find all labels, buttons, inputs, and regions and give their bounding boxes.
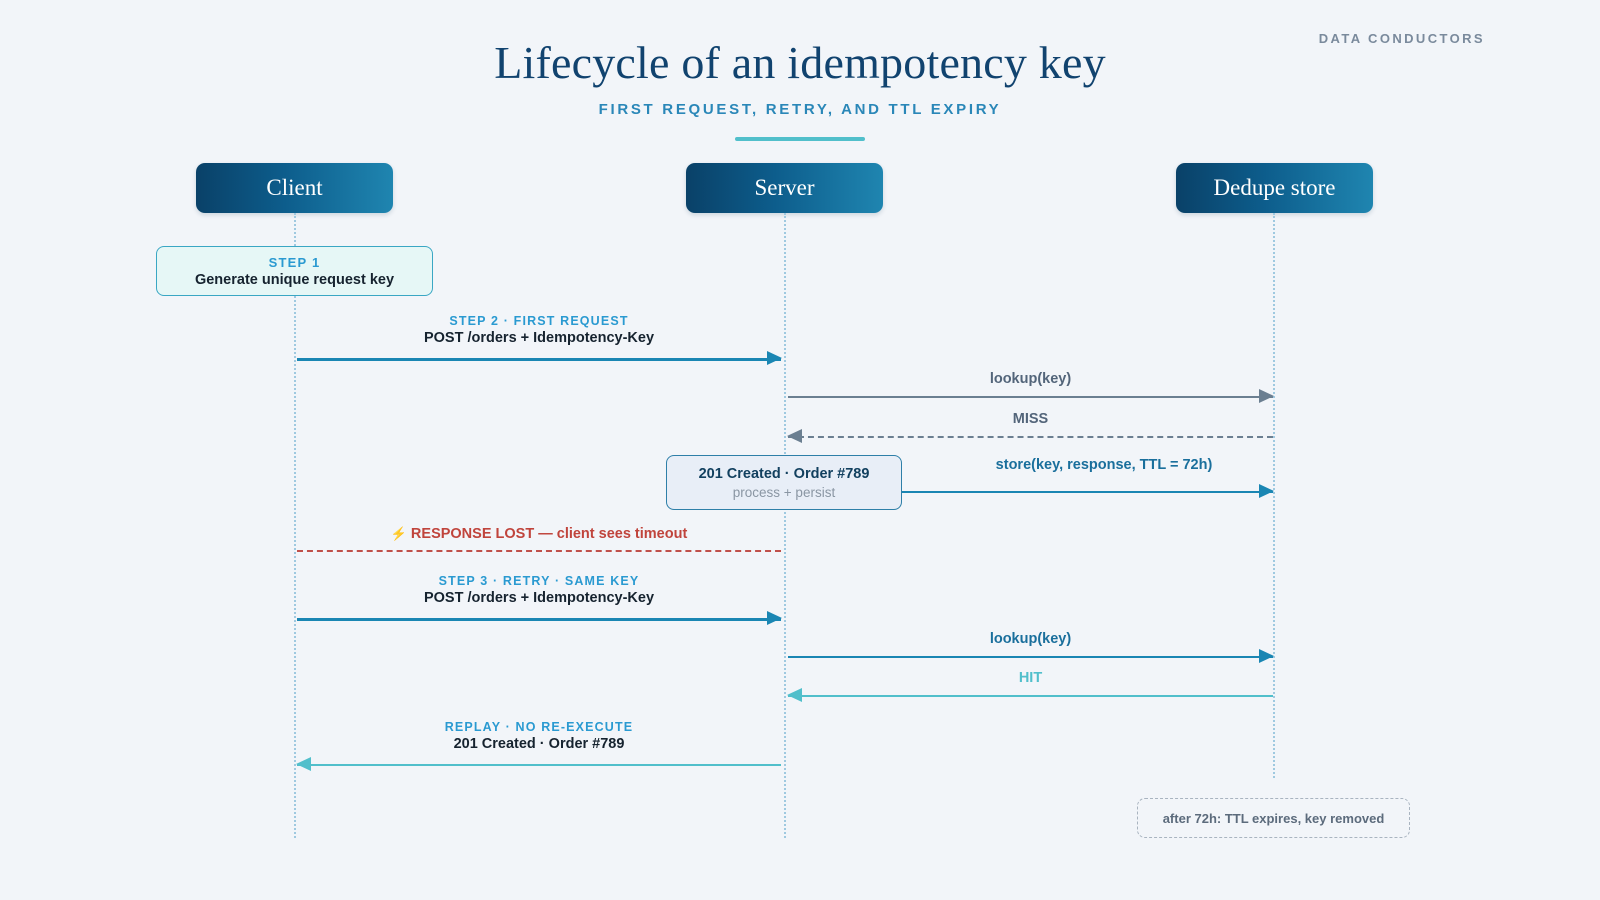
lifeline-server [784, 213, 786, 838]
message-first-request-label: STEP 2 · FIRST REQUEST POST /orders + Id… [297, 313, 781, 348]
arrowhead-right [1259, 483, 1274, 498]
title-underline-rule [735, 137, 865, 141]
message-hit-body: HIT [1018, 670, 1043, 686]
lifeline-client [294, 213, 296, 838]
arrowhead-left [787, 428, 802, 443]
page-title: Lifecycle of an idempotency key [494, 37, 1106, 88]
message-lookup-miss-label: lookup(key) [788, 370, 1273, 389]
actor-client[interactable]: Client [196, 163, 393, 213]
message-replay-kicker: REPLAY · NO RE-EXECUTE [444, 720, 634, 734]
actor-server[interactable]: Server [686, 163, 883, 213]
note-ttl-expiry: after 72h: TTL expires, key removed [1137, 798, 1410, 838]
message-response-lost-label: ⚡ RESPONSE LOST — client sees timeout [297, 526, 781, 542]
actor-server-label: Server [754, 175, 815, 200]
message-hit-label: HIT [788, 669, 1273, 688]
note-step-1-kicker: STEP 1 [268, 254, 321, 270]
note-server-activity-sub: process + persist [732, 484, 836, 500]
message-first-request-kicker: STEP 2 · FIRST REQUEST [449, 314, 629, 328]
lifeline-dedupe-store [1273, 213, 1275, 778]
arrowhead-left [787, 687, 802, 702]
actor-dedupe-store[interactable]: Dedupe store [1176, 163, 1373, 213]
arrowhead-right [1259, 388, 1274, 403]
actor-client-label: Client [266, 175, 323, 200]
message-lookup-hit-label: lookup(key) [788, 630, 1273, 649]
message-store-key-body: store(key, response, TTL = 72h) [995, 457, 1213, 473]
note-step-1-body: Generate unique request key [194, 271, 395, 288]
message-retry-body: POST /orders + Idempotency-Key [423, 590, 655, 606]
message-lookup-miss-body: lookup(key) [989, 371, 1072, 387]
message-retry-label: STEP 3 · RETRY · SAME KEY POST /orders +… [297, 573, 781, 608]
message-miss-line [788, 436, 1273, 438]
message-first-request-line [297, 358, 781, 361]
actor-dedupe-store-label: Dedupe store [1213, 175, 1336, 200]
message-miss-label: MISS [788, 410, 1273, 429]
note-server-activity-main: 201 Created · Order #789 [698, 465, 870, 482]
message-response-lost-body: RESPONSE LOST — client sees timeout [410, 526, 688, 542]
arrowhead-right [1259, 648, 1274, 663]
arrowhead-right [767, 350, 782, 365]
arrowhead-right [767, 610, 782, 625]
message-retry-line [297, 618, 781, 621]
message-response-lost-line [297, 550, 781, 552]
message-lookup-miss-line [788, 396, 1273, 398]
message-store-key-line [902, 491, 1273, 493]
note-ttl-expiry-text: after 72h: TTL expires, key removed [1162, 810, 1385, 826]
page-subtitle: FIRST REQUEST, RETRY, AND TTL EXPIRY [598, 101, 1002, 118]
message-retry-kicker: STEP 3 · RETRY · SAME KEY [438, 574, 640, 588]
message-lookup-hit-body: lookup(key) [989, 631, 1072, 647]
message-lookup-hit-line [788, 656, 1273, 658]
message-replay-body: 201 Created · Order #789 [453, 736, 625, 752]
message-miss-body: MISS [1012, 411, 1049, 427]
message-first-request-body: POST /orders + Idempotency-Key [423, 330, 655, 346]
note-server-activity: 201 Created · Order #789 process + persi… [666, 455, 902, 510]
message-store-key-label: store(key, response, TTL = 72h) [935, 456, 1273, 475]
brand-label: DATA CONDUCTORS [1318, 31, 1485, 46]
note-step-1: STEP 1 Generate unique request key [156, 246, 433, 296]
message-replay-label: REPLAY · NO RE-EXECUTE 201 Created · Ord… [297, 719, 781, 754]
lightning-bolt-icon: ⚡ [390, 526, 407, 541]
message-hit-line [788, 695, 1273, 697]
arrowhead-left [296, 756, 311, 771]
message-replay-line [297, 764, 781, 766]
